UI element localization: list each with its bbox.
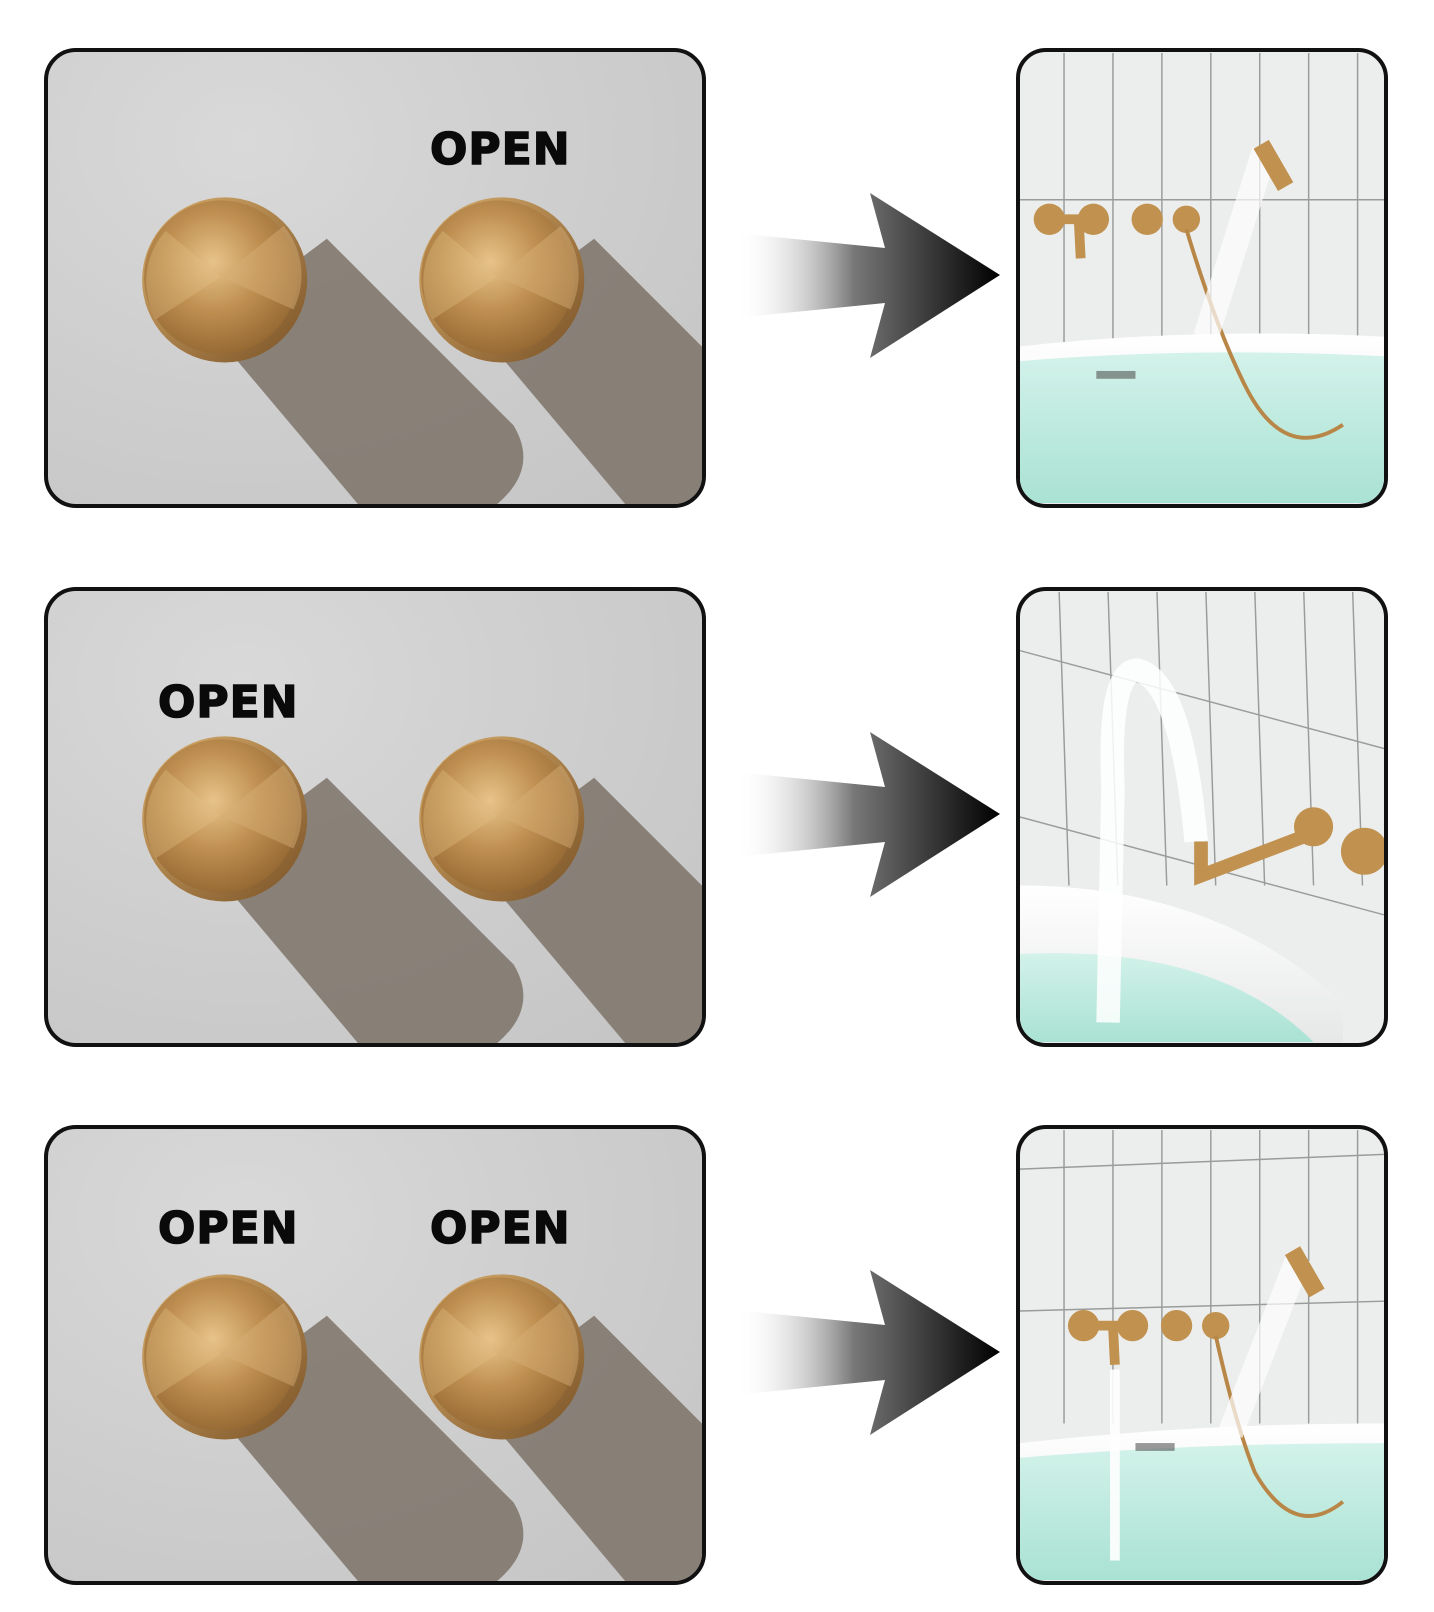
brass-knob-icon [419, 197, 585, 363]
arrow-right-icon [735, 1270, 1000, 1435]
knob-panel-3: OPEN OPEN [44, 1125, 706, 1585]
knob-panel-1: OPEN [44, 48, 706, 508]
knob-illustration-1 [142, 197, 702, 504]
bath-photo-3 [1016, 1125, 1388, 1585]
open-label: OPEN [429, 1202, 571, 1255]
brass-knob-icon [419, 736, 585, 902]
row-1: OPEN [0, 48, 1434, 508]
row-3: OPEN OPEN [0, 1125, 1434, 1585]
row-2: OPEN [0, 587, 1434, 1047]
knob-illustration-2 [142, 736, 702, 1043]
open-label: OPEN [429, 123, 571, 176]
brass-knob-icon [142, 1274, 308, 1440]
open-label: OPEN [157, 676, 299, 729]
bath-photo-1 [1016, 48, 1388, 508]
brass-knob-icon [142, 736, 308, 902]
knob-illustration-3 [142, 1274, 702, 1581]
arrow-right-icon [735, 732, 1000, 897]
knob-panel-2: OPEN [44, 587, 706, 1047]
bath-photo-2 [1016, 587, 1388, 1047]
arrow-right-icon [735, 193, 1000, 358]
brass-knob-icon [419, 1274, 585, 1440]
brass-knob-icon [142, 197, 308, 363]
open-label: OPEN [157, 1202, 299, 1255]
